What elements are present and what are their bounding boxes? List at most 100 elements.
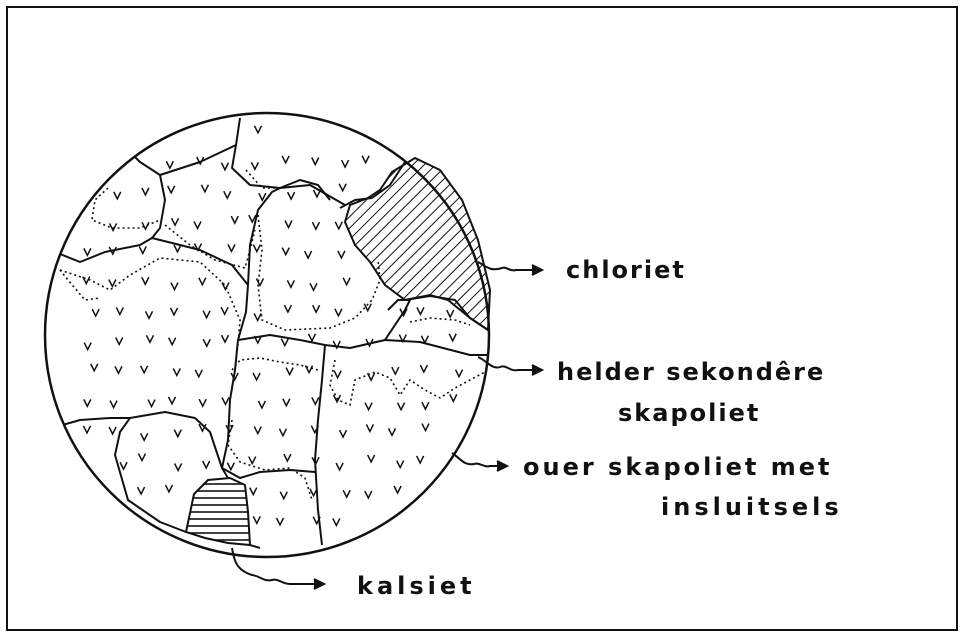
v-mark [334,371,341,378]
v-mark [397,461,404,468]
v-mark [222,397,229,404]
v-mark [116,307,123,314]
v-mark [250,488,257,495]
v-mark [277,518,284,525]
label-kalsiet: kalsiet [357,572,476,600]
v-mark [447,310,454,317]
v-mark [254,313,261,320]
v-mark [417,456,424,463]
v-mark [175,463,182,470]
v-mark [338,251,345,258]
v-mark [228,244,235,251]
v-mark [284,454,291,461]
v-mark [84,248,91,255]
v-mark [171,308,178,315]
v-mark [258,401,265,408]
v-mark [283,399,290,406]
v-mark [142,188,149,195]
v-mark [284,305,291,312]
v-mark [109,427,116,434]
v-mark [84,343,91,350]
v-mark [139,246,146,253]
v-mark [168,186,175,193]
v-mark [141,433,148,440]
v-mark [279,429,286,436]
v-mark [171,283,178,290]
v-mark [312,397,319,404]
v-mark [169,338,176,345]
v-mark [142,277,149,284]
v-mark [366,424,373,431]
v-mark [201,185,208,192]
v-mark [173,368,180,375]
v-mark [342,160,349,167]
label-ouer-skapoliet: ouer skapoliet met [523,453,832,481]
v-mark [110,223,117,230]
v-mark [312,222,319,229]
v-mark [110,401,117,408]
v-mark [281,339,288,346]
v-mark [392,367,399,374]
v-mark [343,278,350,285]
v-mark [282,156,289,163]
v-mark [172,218,179,225]
v-mark [362,156,369,163]
v-mark [169,397,176,404]
v-mark [282,248,289,255]
v-mark [146,335,153,342]
v-mark [422,402,429,409]
v-mark [249,457,256,464]
v-mark [199,399,206,406]
v-mark [174,430,181,437]
v-mark [287,280,294,287]
label-insluitsels: insluitsels [661,493,843,521]
v-mark [340,430,347,437]
v-mark [221,307,228,314]
v-mark [142,222,149,229]
v-mark [343,490,350,497]
label-helder-skapoliet: skapoliet [618,399,760,427]
v-mark [221,163,228,170]
v-mark [199,278,206,285]
v-mark [194,221,201,228]
v-mark [335,222,342,229]
calcite-region [186,478,250,545]
v-mark [114,192,121,199]
v-mark [203,339,210,346]
v-mark [203,461,210,468]
v-mark [336,463,343,470]
v-mark [368,455,375,462]
label-chloriet: chloriet [566,256,686,284]
v-mark [305,251,312,258]
v-mark [251,162,258,169]
v-mark [195,370,202,377]
v-mark [398,403,405,410]
v-mark [450,394,457,401]
label-helder-sekondere: helder sekondêre [557,358,825,386]
v-mark [222,335,229,342]
v-mark [138,487,145,494]
v-mark [165,485,172,492]
v-mark [259,193,266,200]
v-mark [280,492,287,499]
v-mark [203,311,210,318]
v-mark [83,426,90,433]
v-mark [231,216,238,223]
v-mark [312,158,319,165]
v-mark [91,364,98,371]
v-mark [333,518,340,525]
v-mark [139,454,146,461]
v-mark [365,403,372,410]
v-mark [166,161,173,168]
v-mark [256,278,263,285]
v-mark [417,307,424,314]
v-mark [224,191,231,198]
v-mark [115,366,122,373]
leader-arrows [232,262,542,589]
v-mark [116,337,123,344]
v-mark [285,220,292,227]
v-mark [335,309,342,316]
v-mark [394,486,401,493]
v-mark [148,400,155,407]
